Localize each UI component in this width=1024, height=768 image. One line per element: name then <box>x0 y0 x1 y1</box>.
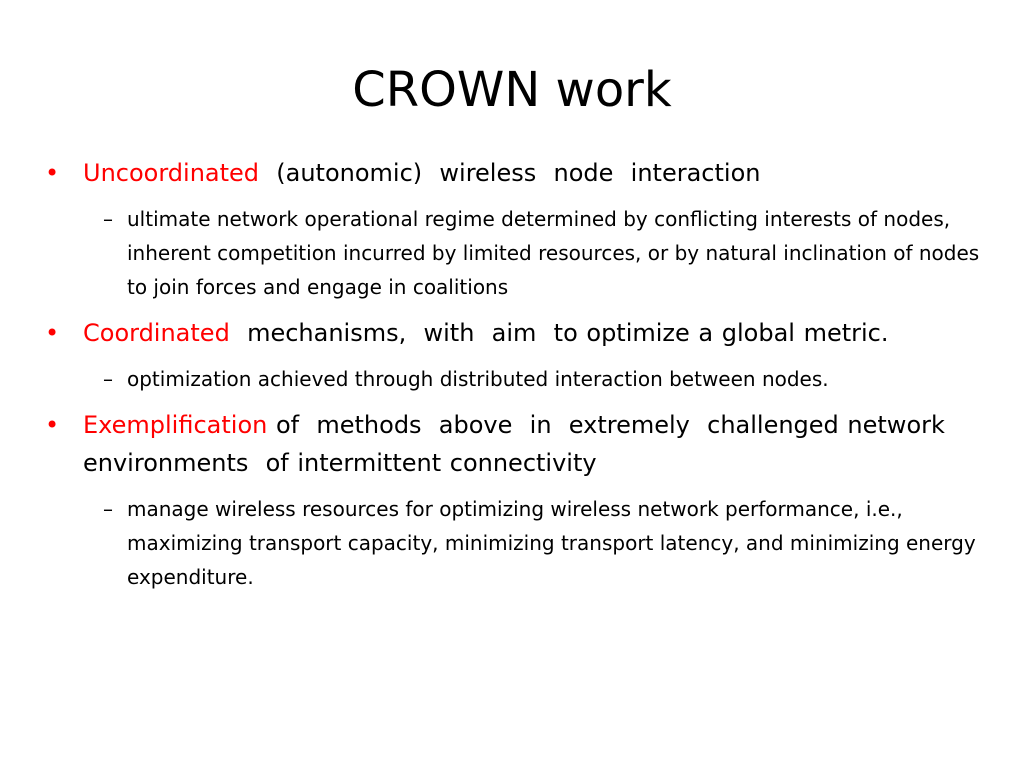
bullet-keyword: Uncoordinated <box>83 159 260 187</box>
sub-bullet-network-regime: – ultimate network operational regime de… <box>83 202 994 304</box>
slide-content: • Uncoordinated (autonomic) wireless nod… <box>44 154 994 604</box>
bullet-text: mechanisms, with aim to optimize a globa… <box>229 319 889 347</box>
bullet-text: of methods above in extremely challenged… <box>83 411 963 477</box>
bullet-marker: • <box>45 159 60 187</box>
sub-bullet-text: manage wireless resources for optimizing… <box>127 497 976 589</box>
bullet-coordinated: • Coordinated mechanisms, with aim to op… <box>44 314 994 352</box>
bullet-text: (autonomic) wireless node interaction <box>259 159 761 187</box>
sub-bullet-optimization: – optimization achieved through distribu… <box>83 362 994 396</box>
sub-bullet-wireless-resources: – manage wireless resources for optimizi… <box>83 492 994 594</box>
bullet-marker: • <box>45 411 60 439</box>
bullet-uncoordinated: • Uncoordinated (autonomic) wireless nod… <box>44 154 994 192</box>
bullet-marker: • <box>45 319 60 347</box>
slide-title: CROWN work <box>352 62 672 118</box>
sub-bullet-text: optimization achieved through distribute… <box>127 367 829 391</box>
bullet-keyword: Coordinated <box>83 319 230 347</box>
sub-bullet-text: ultimate network operational regime dete… <box>127 207 980 299</box>
bullet-exemplification: • Exemplification of methods above in ex… <box>44 406 994 482</box>
bullet-keyword: Exemplification <box>83 411 268 439</box>
sub-bullet-marker: – <box>103 207 113 231</box>
sub-bullet-marker: – <box>103 497 113 521</box>
sub-bullet-marker: – <box>103 367 113 391</box>
